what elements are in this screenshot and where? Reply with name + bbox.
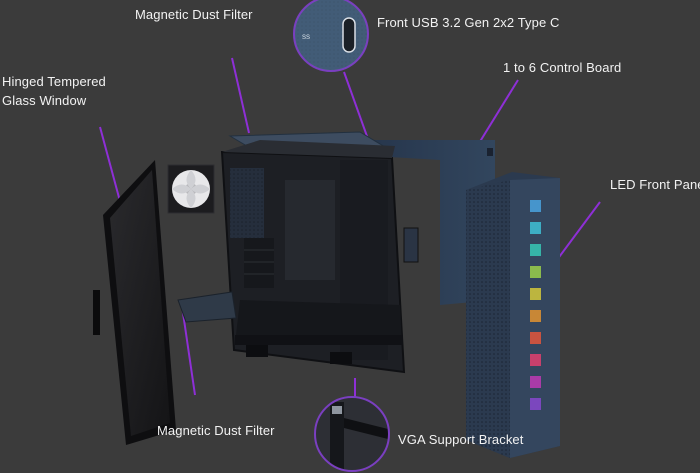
vga-closeup	[314, 396, 390, 472]
leader-top-filter	[231, 57, 250, 134]
rear-fan	[167, 164, 215, 214]
led-segment	[530, 200, 541, 212]
led-segment	[530, 354, 541, 366]
led-segment	[530, 222, 541, 234]
main-chassis	[220, 140, 406, 374]
led-segment	[530, 244, 541, 256]
led-segment	[530, 332, 541, 344]
leader-glass	[99, 126, 122, 206]
label-usb-type-c: Front USB 3.2 Gen 2x2 Type C	[377, 15, 560, 30]
usb-port-label: SS	[302, 35, 310, 41]
label-vga-bracket: VGA Support Bracket	[398, 432, 524, 447]
usb-closeup: SS	[293, 0, 369, 72]
tempered-glass-panel	[93, 160, 176, 445]
led-strip	[530, 200, 541, 410]
label-glass-window: Hinged Tempered Glass Window	[2, 72, 122, 110]
led-segment	[530, 398, 541, 410]
led-segment	[530, 310, 541, 322]
label-glass-line1: Hinged Tempered	[2, 74, 106, 89]
led-segment	[530, 266, 541, 278]
led-segment	[530, 376, 541, 388]
led-segment	[530, 288, 541, 300]
bottom-dust-filter	[177, 291, 237, 323]
label-bottom-dust-filter: Magnetic Dust Filter	[157, 423, 275, 438]
leader-lines	[99, 57, 601, 398]
label-led-front-panel: LED Front Panel	[610, 177, 700, 192]
leader-bottom-filter	[181, 305, 196, 396]
control-board	[403, 227, 419, 263]
label-glass-line2: Glass Window	[2, 93, 87, 108]
led-front-panel	[466, 172, 560, 458]
label-top-dust-filter: Magnetic Dust Filter	[135, 7, 253, 22]
label-control-board: 1 to 6 Control Board	[503, 60, 622, 75]
